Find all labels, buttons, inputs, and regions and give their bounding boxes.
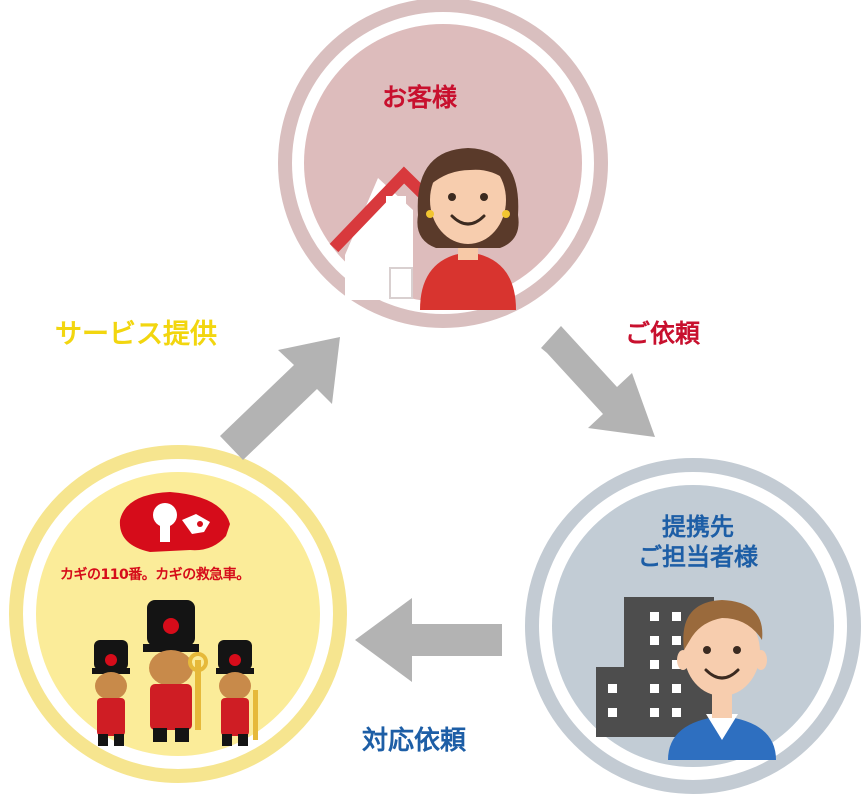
customer-label: お客様 xyxy=(382,83,458,112)
woman-icon xyxy=(417,148,519,310)
partner-label: 提携先 ご担当者様 xyxy=(618,512,778,572)
mascots-icon xyxy=(92,600,258,746)
customer-node xyxy=(278,0,608,328)
partner-label-line1: 提携先 xyxy=(662,513,734,541)
request-label: ご依頼 xyxy=(625,319,701,348)
request-arrow xyxy=(541,326,655,437)
service-arrow xyxy=(220,337,340,460)
service-label: サービス提供 xyxy=(55,319,217,350)
brand-label: カギの110番。カギの救急車。 xyxy=(60,567,250,583)
dispatch-arrow xyxy=(355,598,502,682)
company-node xyxy=(9,445,347,783)
partner-label-line2: ご担当者様 xyxy=(638,543,758,571)
man-icon xyxy=(668,600,776,760)
partner-node xyxy=(525,458,861,794)
key-logo-icon xyxy=(119,492,230,552)
dispatch-label: 対応依頼 xyxy=(362,726,467,756)
